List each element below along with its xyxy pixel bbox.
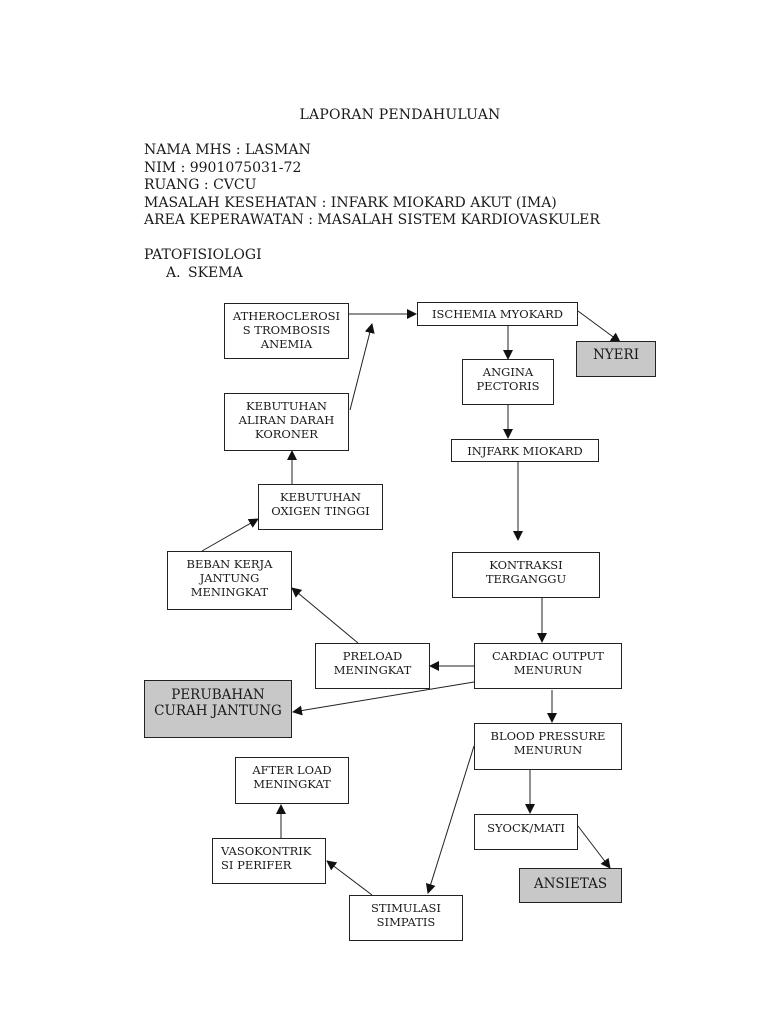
- box-beban-kerja-label: BEBAN KERJA JANTUNG MENINGKAT: [186, 557, 273, 599]
- info-nim: NIM : 9901075031-72: [144, 159, 302, 176]
- box-kontraksi: KONTRAKSI TERGANGGU: [452, 552, 600, 598]
- box-vasokontriksi-label: VASOKONTRIK SI PERIFER: [221, 844, 312, 872]
- box-kebutuhan-aliran: KEBUTUHAN ALIRAN DARAH KORONER: [224, 393, 349, 451]
- arrow-bloodpressure-to-stimulasi: [425, 745, 475, 894]
- document-title: LAPORAN PENDAHULUAN: [299, 107, 501, 123]
- box-stimulasi: STIMULASI SIMPATIS: [349, 895, 463, 941]
- box-ischemia: ISCHEMIA MYOKARD: [417, 302, 578, 326]
- subsection-letter: A.: [166, 264, 181, 281]
- box-after-load-label: AFTER LOAD MENINGKAT: [252, 763, 332, 791]
- box-atherosclerosis: ATHEROCLEROSI S TROMBOSIS ANEMIA: [224, 303, 349, 359]
- box-preload: PRELOAD MENINGKAT: [315, 643, 430, 689]
- box-kebutuhan-oxigen: KEBUTUHAN OXIGEN TINGGI: [258, 484, 383, 530]
- info-health-problem: MASALAH KESEHATAN : INFARK MIOKARD AKUT …: [144, 194, 557, 211]
- arrow-cardiac-to-perubahan: [292, 681, 475, 716]
- box-infark: INJFARK MIOKARD: [451, 439, 599, 462]
- section-pathophysiology: PATOFISIOLOGI A. SKEMA: [144, 247, 262, 282]
- box-infark-label: INJFARK MIOKARD: [467, 444, 583, 458]
- box-perubahan-label: PERUBAHAN CURAH JANTUNG: [154, 687, 282, 719]
- box-kebutuhan-aliran-label: KEBUTUHAN ALIRAN DARAH KORONER: [238, 399, 335, 441]
- box-nyeri: NYERI: [576, 341, 656, 377]
- box-preload-label: PRELOAD MENINGKAT: [333, 649, 412, 677]
- box-after-load: AFTER LOAD MENINGKAT: [235, 757, 349, 804]
- info-nursing-area: AREA KEPERAWATAN : MASALAH SISTEM KARDIO…: [144, 212, 600, 228]
- box-angina-label: ANGINA PECTORIS: [476, 365, 540, 393]
- section-title: PATOFISIOLOGI: [144, 247, 262, 263]
- box-kebutuhan-oxigen-label: KEBUTUHAN OXIGEN TINGGI: [271, 490, 370, 518]
- subsection-heading: A. SKEMA: [144, 265, 262, 283]
- arrow-ischemia-to-nyeri: [577, 310, 621, 343]
- box-ischemia-label: ISCHEMIA MYOKARD: [431, 307, 564, 321]
- box-nyeri-label: NYERI: [592, 347, 640, 363]
- info-room: RUANG : CVCU: [144, 177, 257, 193]
- box-syock: SYOCK/MATI: [474, 814, 578, 850]
- arrow-stimulasi-to-vasokontriksi: [326, 860, 373, 896]
- box-vasokontriksi: VASOKONTRIK SI PERIFER: [212, 838, 326, 884]
- box-blood-pressure: BLOOD PRESSURE MENURUN: [474, 723, 622, 770]
- box-kontraksi-label: KONTRAKSI TERGANGGU: [485, 558, 567, 586]
- box-cardiac-output-label: CARDIAC OUTPUT MENURUN: [492, 649, 604, 677]
- arrow-beban-to-oxigen: [201, 518, 259, 552]
- student-info: NAMA MHS : LASMAN NIM : 9901075031-72 RU…: [144, 142, 600, 230]
- box-angina: ANGINA PECTORIS: [462, 359, 554, 405]
- box-beban-kerja: BEBAN KERJA JANTUNG MENINGKAT: [167, 551, 292, 610]
- box-blood-pressure-label: BLOOD PRESSURE MENURUN: [490, 729, 606, 757]
- arrow-aliran-to-athero: [349, 323, 375, 411]
- box-perubahan-curah-jantung: PERUBAHAN CURAH JANTUNG: [144, 680, 292, 738]
- box-stimulasi-label: STIMULASI SIMPATIS: [371, 901, 441, 929]
- box-ansietas: ANSIETAS: [519, 868, 622, 903]
- arrow-syock-to-ansietas: [577, 825, 611, 869]
- box-syock-label: SYOCK/MATI: [487, 821, 565, 835]
- info-name: NAMA MHS : LASMAN: [144, 142, 311, 158]
- box-cardiac-output: CARDIAC OUTPUT MENURUN: [474, 643, 622, 689]
- box-atherosclerosis-label: ATHEROCLEROSI S TROMBOSIS ANEMIA: [232, 309, 341, 351]
- arrow-preload-to-beban: [291, 587, 359, 644]
- box-ansietas-label: ANSIETAS: [533, 876, 608, 892]
- subsection-title: SKEMA: [188, 264, 243, 281]
